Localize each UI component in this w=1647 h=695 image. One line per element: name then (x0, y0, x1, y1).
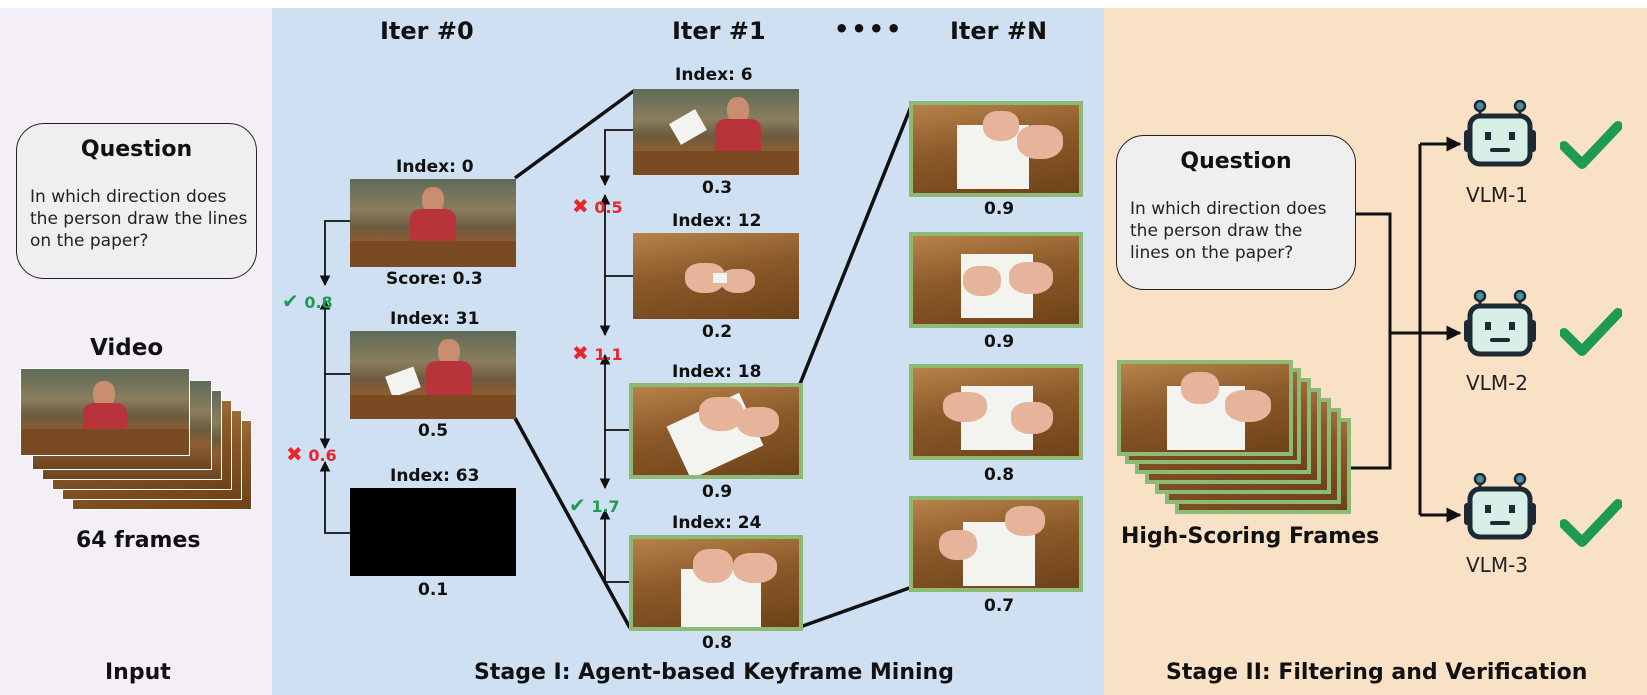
zoom-lines-0-1 (513, 88, 637, 629)
stage2-routing (1350, 136, 1462, 523)
question-text: In which direction does the person draw … (30, 187, 248, 251)
itern-frame3-score: 0.7 (984, 596, 1015, 616)
iter0-frame0 (350, 179, 516, 267)
iter1-check-3-value: 1.7 (591, 497, 620, 516)
iter1-frame3 (629, 535, 803, 631)
video-label: Video (90, 335, 164, 361)
itern-frame0-score: 0.9 (984, 199, 1015, 219)
iter1-check-1: ✖ 0.5 (572, 194, 623, 218)
iter1-frame3-index: Index: 24 (672, 513, 762, 533)
iter1-frame0-index: Index: 6 (675, 65, 753, 85)
iter0-frame2-index: Index: 63 (390, 466, 480, 486)
check-icon (1560, 121, 1622, 169)
stage2-question-box: Question In which direction does the per… (1116, 135, 1356, 290)
input-question-box: Question In which direction does the per… (16, 123, 257, 279)
input-panel (0, 8, 272, 695)
zoom-lines-1-n (798, 103, 914, 629)
iter1-check-3: ✔ 1.7 (569, 493, 620, 517)
iter1-check-2: ✖ 1.1 (572, 341, 623, 365)
high-scoring-frame-top (1117, 360, 1293, 456)
input-panel-label: Input (105, 660, 171, 685)
itern-title: Iter #N (950, 17, 1048, 45)
check-icon: ✔ (569, 493, 586, 517)
itern-frame2-score: 0.8 (984, 465, 1015, 485)
high-scoring-frame-stack (1117, 360, 1357, 520)
question-title: Question (80, 137, 193, 162)
iter0-frame1-score: 0.5 (418, 421, 449, 441)
iter0-bracket (319, 220, 350, 534)
iter1-check-2-value: 1.1 (594, 345, 623, 364)
iter0-frame1-index: Index: 31 (390, 309, 480, 329)
video-frame-top (20, 368, 190, 456)
itern-frame3 (909, 496, 1083, 592)
iter1-frame2 (629, 383, 803, 479)
itern-frame0 (909, 101, 1083, 197)
iter1-check-1-value: 0.5 (594, 198, 623, 217)
robot-icon (1464, 473, 1536, 540)
cross-icon: ✖ (286, 442, 303, 466)
iter1-title: Iter #1 (672, 17, 766, 45)
iter0-frame2 (350, 488, 516, 576)
vlm-1-label: VLM-1 (1466, 183, 1529, 207)
iter1-frame1-score: 0.2 (702, 322, 733, 342)
cross-icon: ✖ (572, 341, 589, 365)
iter1-frame0 (633, 89, 799, 175)
check-icon (1560, 308, 1622, 356)
check-icon: ✔ (282, 289, 299, 313)
iter1-frame1 (633, 233, 799, 319)
check-icon (1560, 499, 1622, 547)
iter1-frame2-score: 0.9 (702, 482, 733, 502)
iter0-frame1 (350, 331, 516, 419)
high-scoring-frames-label: High-Scoring Frames (1121, 524, 1380, 549)
question-text: In which direction does the person draw … (1130, 199, 1327, 263)
stage2-title: Stage II: Filtering and Verification (1166, 660, 1588, 685)
question-title: Question (1180, 149, 1292, 174)
iter-ellipsis: •••• (834, 15, 904, 43)
iter0-check-1-value: 0.8 (304, 293, 333, 312)
iter0-frame2-score: 0.1 (418, 580, 449, 600)
vlm-2-label: VLM-2 (1466, 371, 1529, 395)
iter0-check-2: ✖ 0.6 (286, 442, 337, 466)
robot-icon (1464, 290, 1536, 357)
iter1-frame2-index: Index: 18 (672, 362, 762, 382)
stage2-panel (1104, 8, 1647, 695)
iter0-frame0-score: Score: 0.3 (386, 269, 483, 289)
iter1-bracket (599, 129, 633, 583)
video-frame-stack (20, 368, 260, 518)
iter1-frame3-score: 0.8 (702, 633, 733, 653)
cross-icon: ✖ (572, 194, 589, 218)
robot-icon (1464, 100, 1536, 167)
stage1-title: Stage I: Agent-based Keyframe Mining (474, 660, 954, 685)
iter1-frame1-index: Index: 12 (672, 211, 762, 231)
iter0-check-2-value: 0.6 (308, 446, 337, 465)
itern-frame2 (909, 364, 1083, 460)
itern-frame1-score: 0.9 (984, 332, 1015, 352)
itern-frame1 (909, 232, 1083, 328)
iter0-title: Iter #0 (380, 17, 474, 45)
iter1-frame0-score: 0.3 (702, 178, 733, 198)
iter0-frame0-index: Index: 0 (396, 157, 474, 177)
frames-count-label: 64 frames (76, 528, 201, 553)
vlm-3-label: VLM-3 (1466, 553, 1529, 577)
iter0-check-1: ✔ 0.8 (282, 289, 333, 313)
